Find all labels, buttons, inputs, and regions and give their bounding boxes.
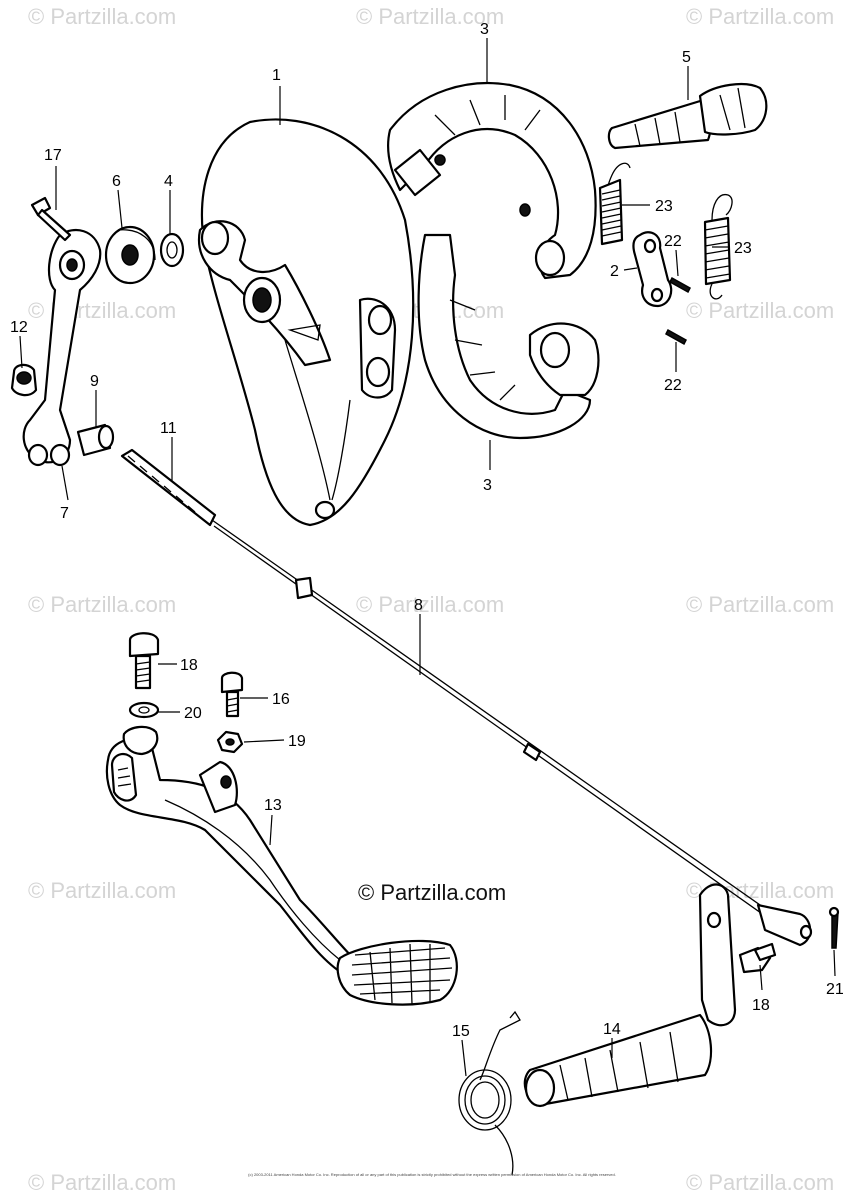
callout-22-upper: 22: [664, 233, 682, 250]
brake-rod-part[interactable]: [120, 448, 813, 947]
callout-20: 20: [184, 705, 202, 722]
return-spring-part[interactable]: [458, 1010, 521, 1176]
callout-12: 12: [10, 319, 28, 336]
cotter-pin-part[interactable]: [828, 906, 840, 949]
callout-11: 11: [160, 420, 177, 437]
shoe-spring-left-part[interactable]: [598, 162, 631, 246]
callout-7: 7: [60, 505, 69, 522]
callout-3-lower: 3: [483, 477, 492, 494]
watermark-text: © Partzilla.com: [356, 4, 505, 29]
callout-14: 14: [603, 1021, 621, 1038]
callout-22-lower: 22: [664, 377, 682, 394]
brake-pedal-part[interactable]: [105, 725, 458, 1006]
watermark-text: © Partzilla.com: [356, 592, 505, 617]
pin-lower-part[interactable]: [665, 328, 687, 346]
callout-23-upper: 23: [655, 198, 673, 215]
watermark-text: © Partzilla.com: [686, 4, 835, 29]
stopper-bolt-part[interactable]: [220, 671, 244, 718]
callout-18-lower: 18: [752, 997, 770, 1014]
brake-cam-part[interactable]: [607, 82, 768, 150]
callout-4: 4: [164, 173, 173, 190]
pedal-washer-part[interactable]: [128, 701, 160, 719]
seal-ring-part[interactable]: [159, 232, 185, 268]
stopper-nut-part[interactable]: [216, 730, 244, 754]
watermark-text: © Partzilla.com: [28, 4, 177, 29]
joint-pin-part[interactable]: [76, 423, 115, 457]
watermark-text: © Partzilla.com: [28, 1170, 177, 1195]
callout-2: 2: [610, 263, 619, 280]
callout-9: 9: [90, 373, 99, 390]
shoe-spring-right-part[interactable]: [703, 193, 733, 300]
callout-3-upper: 3: [480, 21, 489, 38]
center-watermark: © Partzilla.com: [358, 880, 507, 905]
callout-21: 21: [826, 981, 844, 998]
callout-15: 15: [452, 1023, 470, 1040]
watermark-text: © Partzilla.com: [686, 298, 835, 323]
callout-19: 19: [288, 733, 306, 750]
callout-16: 16: [272, 691, 290, 708]
washer-large-part[interactable]: [104, 225, 156, 285]
callout-13: 13: [264, 797, 282, 814]
joint-nut-part[interactable]: [10, 363, 38, 397]
pin-upper-part[interactable]: [669, 276, 691, 294]
callout-1: 1: [272, 67, 281, 84]
shaft-bolt-part[interactable]: [738, 942, 777, 974]
watermark-text: © Partzilla.com: [686, 1170, 835, 1195]
watermark-text: © Partzilla.com: [686, 592, 835, 617]
brake-panel-part[interactable]: [197, 118, 415, 527]
callout-6: 6: [112, 173, 121, 190]
leader-lines: [19, 38, 836, 1077]
callout-18-upper: 18: [180, 657, 198, 674]
watermark-text: © Partzilla.com: [28, 592, 177, 617]
callout-17: 17: [44, 147, 62, 164]
callout-labels: 1 2 3 3 4 5 6 7 8 9 11 12 13 14 15 16 17…: [10, 21, 844, 1040]
brake-arm-part[interactable]: [22, 228, 102, 467]
pedal-bolt-part[interactable]: [128, 632, 160, 690]
callout-5: 5: [682, 49, 691, 66]
brake-shaft-part[interactable]: [523, 883, 737, 1108]
brake-shoe-lower-part[interactable]: [417, 233, 600, 440]
callout-8: 8: [414, 597, 423, 614]
callout-23-lower: 23: [734, 240, 752, 257]
watermark-text: © Partzilla.com: [28, 878, 177, 903]
arm-bolt-part[interactable]: [30, 196, 72, 242]
copyright-notice: (c) 2003-2011 American Honda Motor Co. I…: [248, 1172, 616, 1177]
anchor-plate-part[interactable]: [632, 231, 673, 308]
brake-shoe-upper-part[interactable]: [386, 82, 597, 280]
